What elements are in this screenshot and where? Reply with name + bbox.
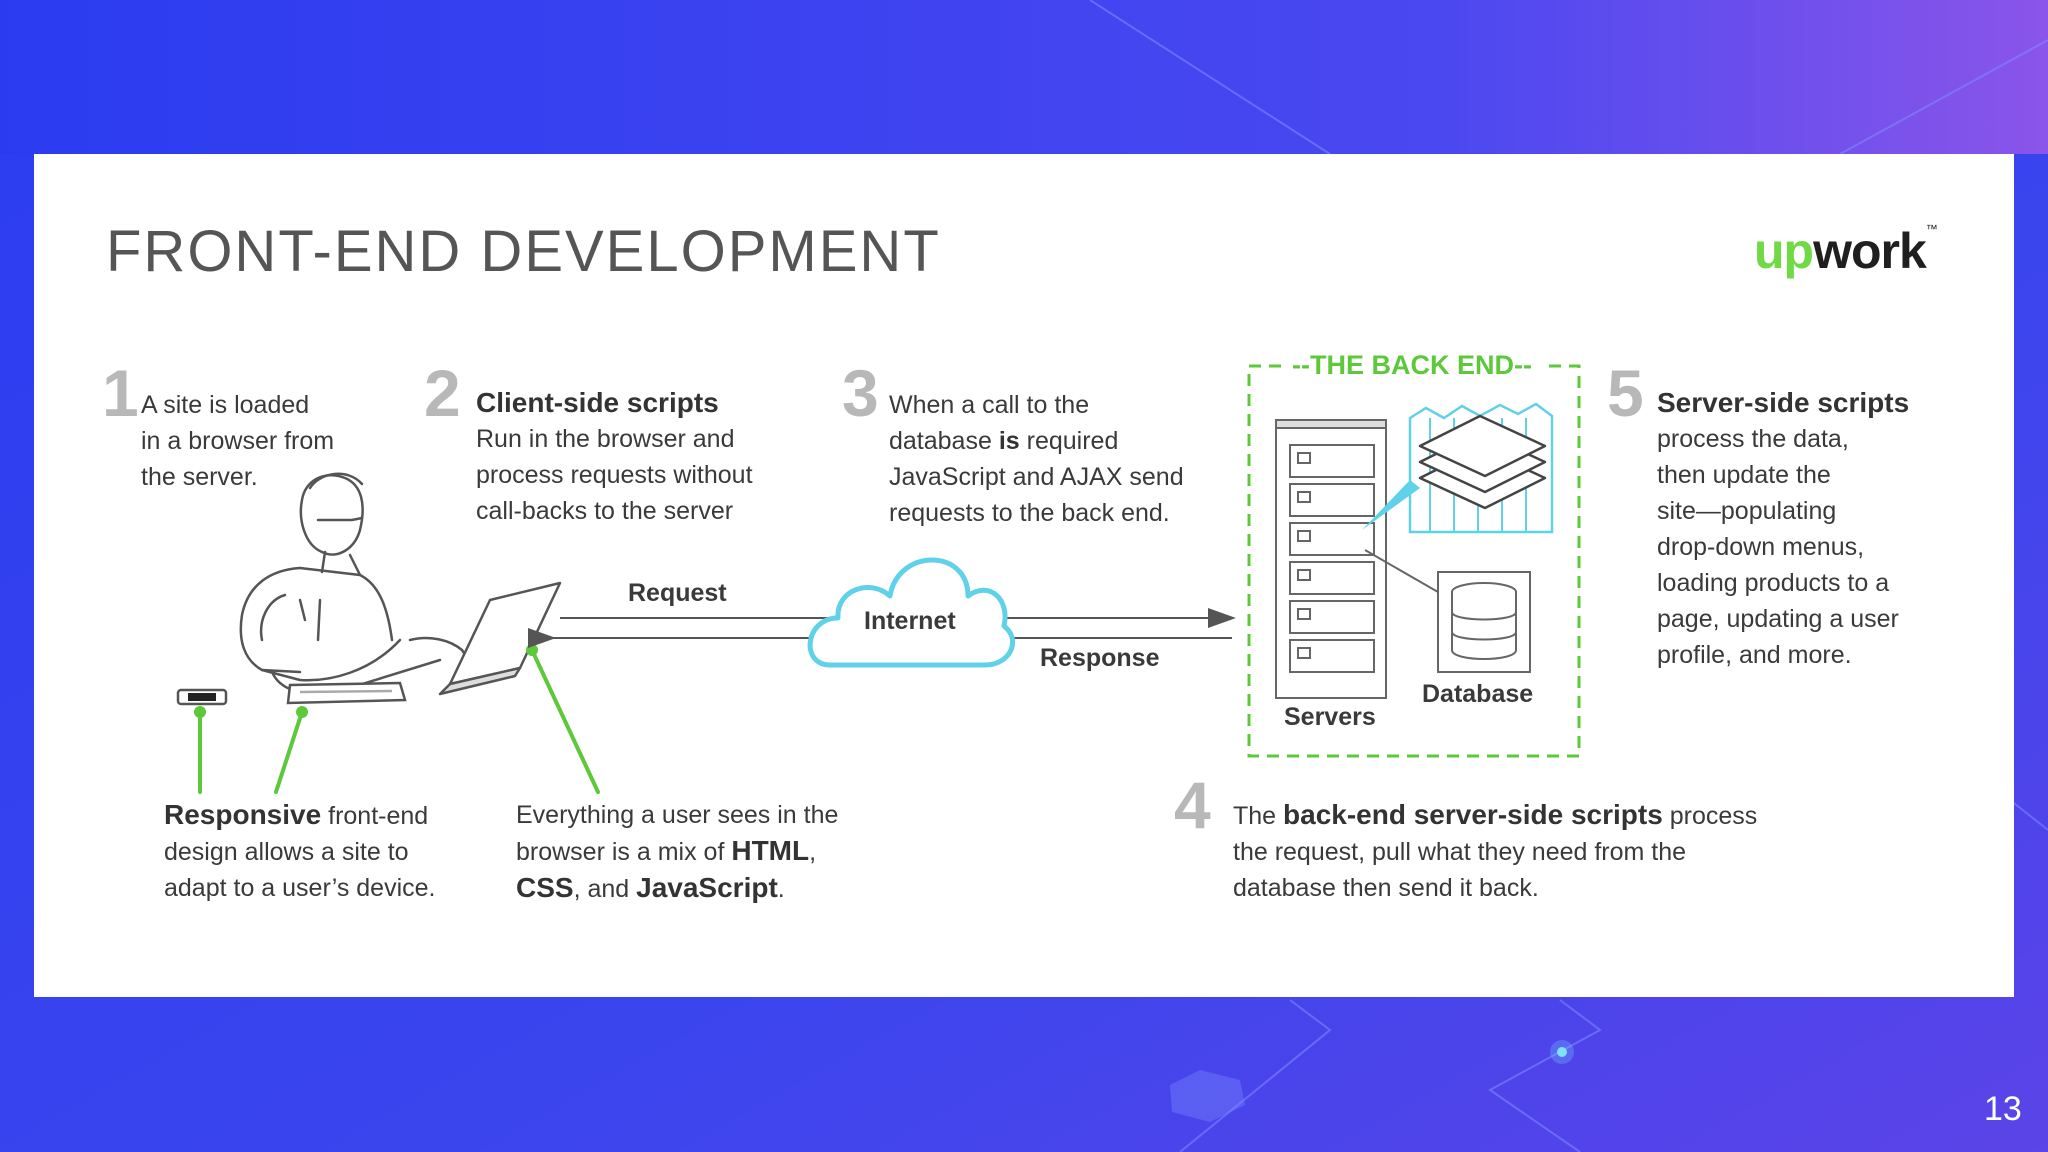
- page-number: 13: [1984, 1090, 2022, 1128]
- response-label: Response: [1040, 644, 1160, 672]
- step-3-text: When a call to the database is required …: [889, 391, 1184, 527]
- step-5-text: Server-side scripts process the data, th…: [1657, 385, 1967, 673]
- servers-label: Servers: [1284, 703, 1376, 731]
- database-label: Database: [1422, 680, 1534, 708]
- back-end-title: --THE BACK END--: [1283, 350, 1541, 381]
- step-4-text: The back-end server-side scripts process…: [1233, 799, 1758, 902]
- step-2-heading: Client-side scripts: [476, 387, 719, 418]
- internet-label: Internet: [864, 607, 956, 635]
- step-2-number: 2: [424, 356, 461, 430]
- upwork-logo: upwork™: [1754, 222, 1938, 279]
- slide-title: FRONT-END DEVELOPMENT: [106, 219, 941, 284]
- step-5-number: 5: [1607, 356, 1644, 430]
- request-label: Request: [628, 579, 727, 607]
- step-2-text: Client-side scripts Run in the browser a…: [476, 385, 836, 529]
- step-5-heading: Server-side scripts: [1657, 387, 1910, 418]
- step-1-text: A site is loaded in a browser from the s…: [141, 391, 335, 491]
- step-3-number: 3: [842, 356, 879, 430]
- responsive-note: Responsive front-end design allows a sit…: [164, 799, 436, 902]
- step-1-number: 1: [102, 356, 139, 430]
- step-4-number: 4: [1174, 768, 1211, 842]
- html-css-js-note: Everything a user sees in the browser is…: [516, 801, 839, 903]
